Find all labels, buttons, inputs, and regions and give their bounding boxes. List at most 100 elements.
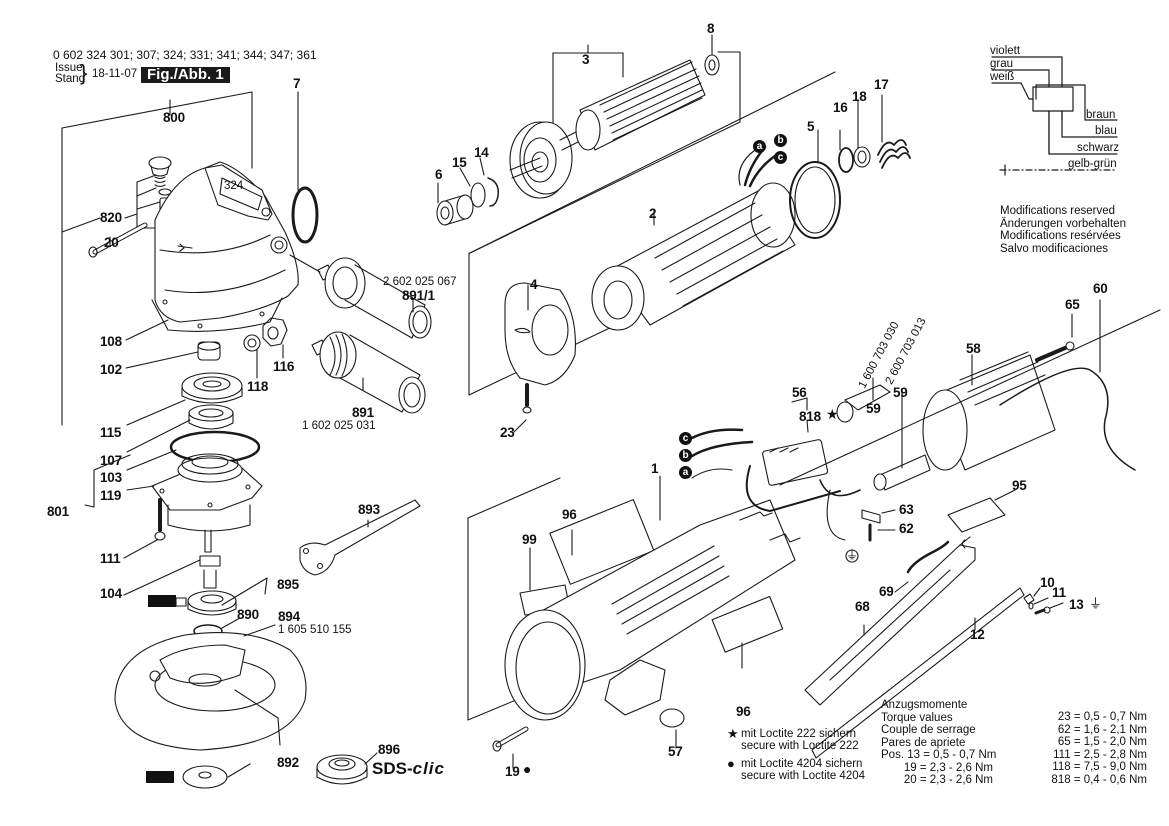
part-891[interactable]: 891 (352, 405, 374, 420)
torque-value: 65 = 1,5 - 2,0 Nm (1057, 736, 1147, 748)
part-801[interactable]: 801 (47, 504, 69, 519)
part-8[interactable]: 8 (707, 21, 715, 36)
part-19[interactable]: 19 (505, 764, 520, 779)
part-15[interactable]: 15 (452, 155, 467, 170)
figure-label: Fig./Abb. 1 (141, 67, 230, 83)
cord-and-cap (779, 299, 1161, 533)
motor-housing-1 (467, 475, 801, 769)
part-818[interactable]: 818 (799, 409, 821, 424)
torque-heading-de: Anzugsmomente (881, 699, 968, 711)
part-20[interactable]: 20 (104, 235, 119, 250)
part-800[interactable]: 800 (163, 110, 185, 125)
wire-violett: violett (990, 45, 1021, 57)
wire-braun: braun (1086, 109, 1116, 121)
part-111[interactable]: 111 (100, 551, 121, 566)
part-118[interactable]: 118 (247, 379, 269, 394)
part-893[interactable]: 893 (358, 502, 380, 517)
part-895[interactable]: 895 (277, 577, 299, 592)
loctite-222-de: mit Loctite 222 sichern (741, 728, 857, 740)
torque-heading-fr: Couple de serrage (881, 724, 976, 736)
sds-clic-logo: SDS-clic (372, 760, 445, 777)
part-13[interactable]: 13 (1069, 597, 1084, 612)
part-14[interactable]: 14 (474, 145, 489, 160)
part-104[interactable]: 104 (100, 586, 122, 601)
part-63[interactable]: 63 (899, 502, 914, 517)
part-10[interactable]: 10 (1040, 575, 1055, 590)
part-3[interactable]: 3 (582, 52, 590, 67)
torque-heading-es: Pares de apriete (881, 736, 966, 749)
part-890[interactable]: 890 (237, 607, 259, 622)
wire-badge-a: a (679, 466, 692, 479)
part-820[interactable]: 820 (100, 210, 122, 225)
gear-housing-800 (61, 91, 321, 426)
torque-value: 818 = 0,4 - 0,6 Nm (1051, 773, 1147, 786)
part-119[interactable]: 119 (100, 488, 122, 503)
gear-parts (84, 317, 288, 638)
part-5[interactable]: 5 (807, 119, 815, 134)
part-56[interactable]: 56 (792, 385, 807, 400)
part-18[interactable]: 18 (852, 89, 867, 104)
part-896[interactable]: 896 (378, 742, 400, 757)
part-17[interactable]: 17 (874, 77, 889, 92)
part-4[interactable]: 4 (530, 277, 538, 292)
part-12[interactable]: 12 (970, 627, 985, 642)
part-59-sleeve[interactable]: 59 (866, 401, 881, 416)
issue-label-de: Stand (55, 73, 86, 85)
torque-value: 19 = 2,3 - 2,6 Nm (903, 761, 993, 774)
part-59-protector[interactable]: 59 (893, 385, 908, 400)
part-894[interactable]: 894 (278, 609, 300, 624)
part-107[interactable]: 107 (100, 453, 122, 468)
issue-label: Issue Stand (55, 62, 86, 85)
part-58[interactable]: 58 (966, 341, 981, 356)
loctite-4204-en: secure with Loctite 4204 (741, 770, 866, 782)
loctite-222-en: secure with Loctite 222 (741, 740, 859, 752)
wire-blau: blau (1095, 125, 1117, 137)
part-60[interactable]: 60 (1093, 281, 1108, 296)
part-95[interactable]: 95 (1012, 478, 1027, 493)
wire-grau: grau (990, 58, 1014, 70)
part-62[interactable]: 62 (899, 521, 914, 536)
brace: } (80, 60, 88, 85)
loctite-222-star-icon: ★ (826, 406, 839, 422)
part-6[interactable]: 6 (435, 167, 443, 182)
part-11[interactable]: 11 (1052, 585, 1066, 600)
part-103[interactable]: 103 (100, 470, 122, 485)
part-892[interactable]: 892 (277, 755, 299, 770)
notice-en: Modifications reserved (1000, 205, 1116, 217)
torque-value: 20 = 2,3 - 2,6 Nm (903, 774, 993, 786)
part-57[interactable]: 57 (668, 744, 683, 759)
switch-56 (690, 397, 896, 563)
dot-icon: ● (727, 756, 735, 771)
part-1[interactable]: 1 (651, 461, 659, 476)
part-65[interactable]: 65 (1065, 297, 1080, 312)
part-96-top[interactable]: 96 (562, 507, 577, 522)
wheel-guard-894 (114, 624, 307, 751)
torque-value: 23 = 0,5 - 0,7 Nm (1057, 711, 1147, 723)
ground-symbol-13-icon: ⏚ (1089, 596, 1103, 611)
part-96-bottom[interactable]: 96 (736, 704, 751, 719)
part-23[interactable]: 23 (500, 425, 515, 440)
part-891-1[interactable]: 891/1 (402, 288, 435, 303)
modifications-notice: Modifications reserved Änderungen vorbeh… (1000, 205, 1126, 255)
part-68[interactable]: 68 (855, 599, 870, 614)
part-99[interactable]: 99 (522, 532, 537, 547)
part-2[interactable]: 2 (649, 206, 657, 221)
wire-badge-c: c (679, 432, 692, 445)
part-16[interactable]: 16 (833, 100, 848, 115)
wiring-schematic (991, 56, 1118, 176)
part-108[interactable]: 108 (100, 334, 122, 349)
part-116[interactable]: 116 (273, 359, 295, 374)
part-115[interactable]: 115 (100, 425, 122, 440)
part-102[interactable]: 102 (100, 362, 122, 377)
torque-heading-en: Torque values (881, 711, 953, 724)
switch-rod-68 (804, 536, 1064, 759)
notice-fr: Modifications resérvées (1000, 230, 1121, 242)
torque-headings: Anzugsmomente Torque values Couple de se… (881, 699, 976, 749)
issue-label-en: Issue (55, 62, 83, 74)
loctite-4204-de: mit Loctite 4204 sichern (741, 758, 863, 770)
part-69[interactable]: 69 (879, 584, 894, 599)
part-7[interactable]: 7 (293, 76, 301, 91)
issue-date: 18-11-07 (92, 68, 138, 80)
